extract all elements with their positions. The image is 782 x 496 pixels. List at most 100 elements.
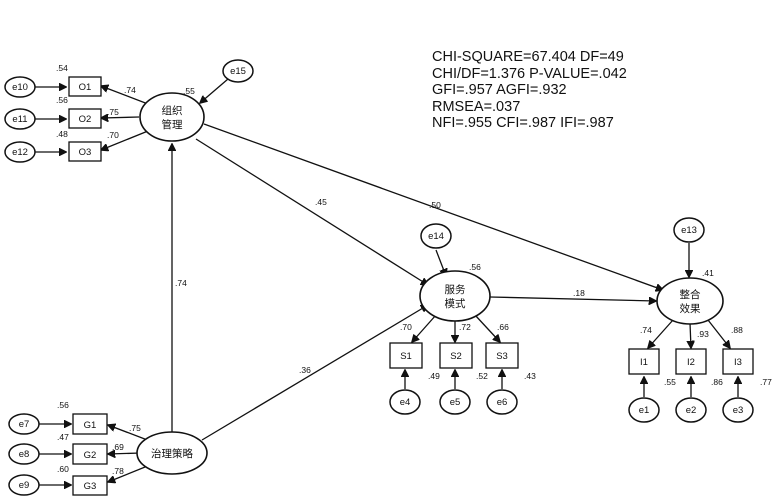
fit-statistics: CHI-SQUARE=67.404 DF=49 CHI/DF=1.376 P-V… <box>432 49 627 131</box>
r2-s1: .49 <box>428 371 440 381</box>
r2-i3: .77 <box>760 377 772 387</box>
error-e6: e6 <box>486 389 518 415</box>
loading-o2: .75 <box>107 107 119 117</box>
coef-govern-org: .74 <box>175 278 187 288</box>
observed-label: S3 <box>496 351 508 362</box>
coef-govern-service: .36 <box>299 365 311 375</box>
observed-label: I2 <box>687 357 695 368</box>
observed-g3: G3 <box>72 475 108 496</box>
r2-i2: .86 <box>711 377 723 387</box>
r2-s3: .43 <box>524 371 536 381</box>
latent-label: 模式 <box>445 297 466 310</box>
path-e15-org <box>200 78 229 103</box>
path-service-s1 <box>412 314 437 342</box>
error-e2: e2 <box>675 397 707 423</box>
loading-g1: .75 <box>129 423 141 433</box>
error-e4: e4 <box>389 389 421 415</box>
loading-o3: .70 <box>107 130 119 140</box>
error-e13: e13 <box>673 217 705 243</box>
observed-o1: O1 <box>68 76 102 97</box>
path-govern-g2 <box>108 453 142 454</box>
observed-label: O3 <box>79 147 92 158</box>
structural-paths <box>34 78 738 485</box>
coef-org-service: .45 <box>315 197 327 207</box>
r2-i1: .55 <box>664 377 676 387</box>
error-label: e8 <box>19 449 30 460</box>
path-effect-i1 <box>648 319 674 348</box>
loading-s2: .72 <box>459 322 471 332</box>
error-e9: e9 <box>8 474 40 496</box>
observed-label: I3 <box>734 357 742 368</box>
fit-stat-line: NFI=.955 CFI=.987 IFI=.987 <box>432 115 614 131</box>
latent-effect: 整合 效果 <box>656 277 724 325</box>
error-label: e3 <box>733 405 744 416</box>
latent-govern: 治理策略 <box>136 431 208 475</box>
path-govern-g3 <box>108 464 151 482</box>
r2-o1: .54 <box>56 63 68 73</box>
observed-i3: I3 <box>722 348 754 375</box>
observed-label: G1 <box>84 420 97 431</box>
fit-stat-line: CHI-SQUARE=67.404 DF=49 <box>432 49 624 65</box>
r2-s2: .52 <box>476 371 488 381</box>
loading-i3: .88 <box>731 325 743 335</box>
error-e14: e14 <box>420 223 452 249</box>
error-e3: e3 <box>722 397 754 423</box>
path-org-o1 <box>101 86 149 105</box>
path-org-o2 <box>101 117 140 118</box>
error-e10: e10 <box>4 76 36 98</box>
latent-label: 治理策略 <box>151 447 193 460</box>
error-e12: e12 <box>4 141 36 163</box>
loading-s3: .66 <box>497 322 509 332</box>
error-label: e5 <box>450 397 461 408</box>
r2-o2: .56 <box>56 95 68 105</box>
r2-service: .56 <box>469 262 481 272</box>
observed-g2: G2 <box>72 443 108 465</box>
error-label: e9 <box>19 480 30 491</box>
r2-g1: .56 <box>57 400 69 410</box>
coef-service-effect: .18 <box>573 288 585 298</box>
path-govern-g1 <box>108 425 151 442</box>
observed-s1: S1 <box>389 342 423 369</box>
latent-org: 组织 管理 <box>139 92 205 142</box>
latent-service: 服务 模式 <box>419 270 491 322</box>
r2-org: .55 <box>183 86 195 96</box>
observed-label: G3 <box>84 481 97 492</box>
latent-label: 管理 <box>162 118 183 131</box>
coefficients: .54 .56 .48 .74 .75 .70 .55 .45 .50 .74 … <box>56 63 772 476</box>
r2-effect: .41 <box>702 268 714 278</box>
latent-label: 整合 <box>680 288 701 301</box>
loading-g2: .69 <box>112 442 124 452</box>
fit-stat-line: GFI=.957 AGFI=.932 <box>432 82 567 98</box>
latent-label: 组织 <box>162 104 183 117</box>
error-label: e12 <box>12 147 28 158</box>
error-label: e7 <box>19 419 30 430</box>
path-org-o3 <box>101 130 149 150</box>
path-service-effect <box>489 296 656 301</box>
observed-g1: G1 <box>72 413 108 435</box>
observed-s3: S3 <box>485 342 519 369</box>
r2-g3: .60 <box>57 464 69 474</box>
error-label: e4 <box>400 397 411 408</box>
loading-g3: .78 <box>112 466 124 476</box>
error-e1: e1 <box>628 397 660 423</box>
error-e8: e8 <box>8 443 40 465</box>
r2-g2: .47 <box>57 432 69 442</box>
path-org-service <box>195 138 428 285</box>
observed-label: I1 <box>640 357 648 368</box>
observed-s2: S2 <box>439 342 473 369</box>
r2-o3: .48 <box>56 129 68 139</box>
error-e5: e5 <box>439 389 471 415</box>
path-govern-service <box>201 305 428 441</box>
error-label: e1 <box>639 405 650 416</box>
observed-o3: O3 <box>68 141 102 162</box>
loading-s1: .70 <box>400 322 412 332</box>
observed-label: G2 <box>84 450 97 461</box>
observed-i1: I1 <box>628 348 660 375</box>
error-e11: e11 <box>4 108 36 130</box>
observed-o2: O2 <box>68 108 102 129</box>
error-label: e13 <box>681 225 697 236</box>
fit-stat-line: RMSEA=.037 <box>432 99 520 115</box>
observed-label: S1 <box>400 351 412 362</box>
coef-org-effect: .50 <box>429 200 441 210</box>
